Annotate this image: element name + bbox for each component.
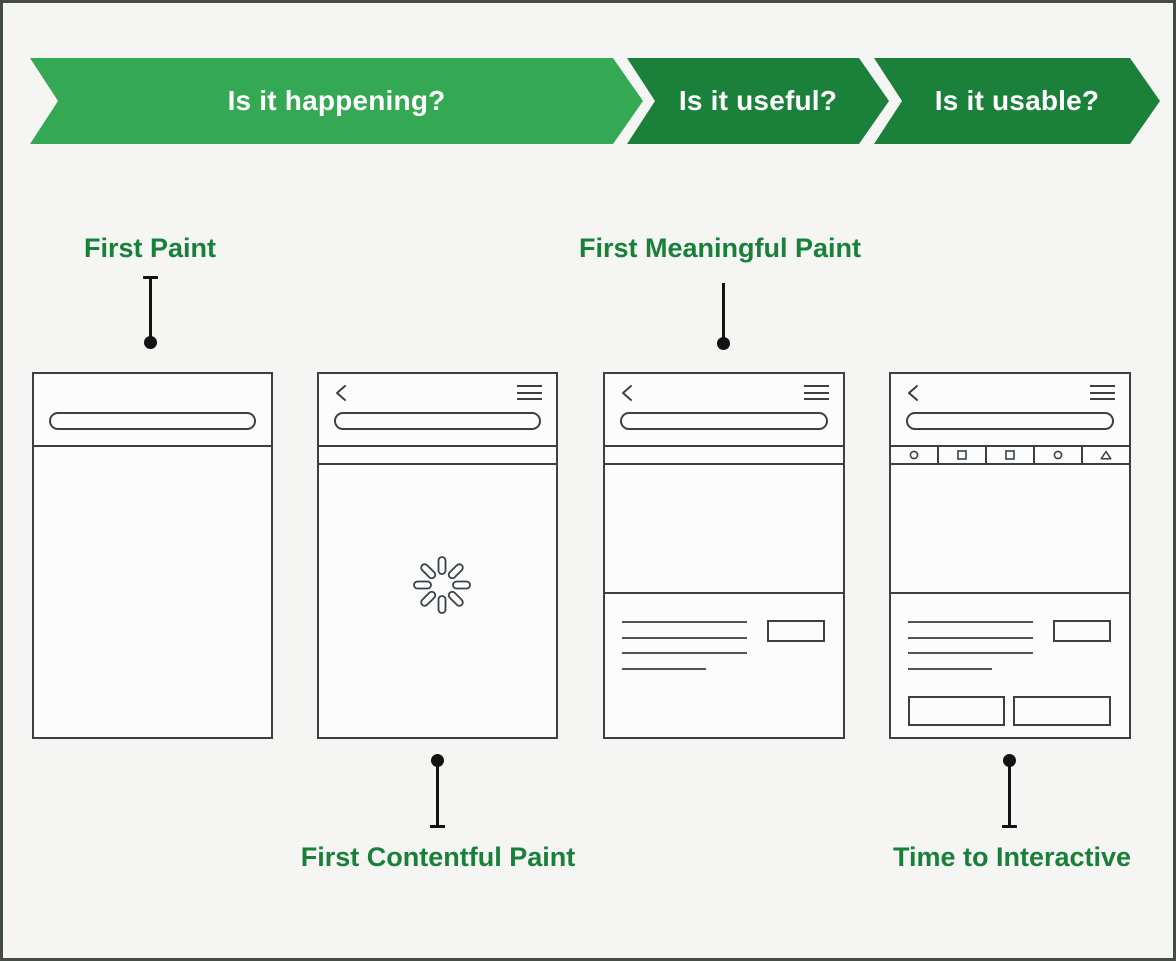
toolbar-divider [891,463,1129,465]
text-placeholder-line [908,637,1033,639]
url-bar [334,412,541,430]
connector-dot [716,337,730,350]
button-placeholder [908,696,1005,726]
header-divider [319,445,556,447]
phone-mockup-first-meaningful-paint [603,372,845,739]
banner-arrow-usable-label: Is it usable? [934,85,1100,116]
connector-cap [429,825,445,828]
phone-mockup-time-to-interactive [889,372,1131,739]
square-icon [1005,450,1015,460]
back-chevron-icon [622,385,632,401]
text-placeholder-line [908,652,1033,654]
first-meaningful-paint-label: First Meaningful Paint [578,233,862,263]
text-placeholder-line [908,621,1033,623]
url-bar [620,412,828,430]
connector-cap [1001,825,1017,828]
banner-arrow-useful-label: Is it useful? [678,85,838,116]
back-chevron-icon [908,385,918,401]
loading-spinner-icon [413,556,471,614]
text-placeholder-line [622,668,706,670]
url-bar [49,412,256,430]
nav-item [937,447,985,463]
nav-item [985,447,1033,463]
connector-dot [143,336,157,349]
nav-bar [891,447,1129,463]
square-icon [957,450,967,460]
first-contentful-paint-label: First Contentful Paint [300,842,576,872]
image-placeholder [1053,620,1111,642]
toolbar-divider [605,463,843,465]
first-paint-label: First Paint [83,233,217,263]
banner-arrow-useful: Is it useful? [627,58,889,144]
circle-icon [1053,450,1063,460]
header-divider [891,445,1129,447]
banner-arrow-happening-label: Is it happening? [227,85,446,116]
hero-divider [605,592,843,594]
image-placeholder [767,620,825,642]
connector-line [1007,760,1011,826]
text-placeholder-line [908,668,992,670]
time-to-interactive-label: Time to Interactive [892,842,1132,872]
connector-line [435,760,439,826]
phone-mockup-first-paint [32,372,273,739]
connector-line [148,276,152,342]
button-placeholder [1013,696,1111,726]
header-divider [605,445,843,447]
phone-mockup-first-contentful-paint [317,372,558,739]
header-divider [34,445,271,447]
nav-item [891,447,937,463]
text-placeholder-line [622,621,747,623]
circle-icon [909,450,919,460]
hamburger-menu-icon [804,385,829,400]
nav-item [1033,447,1081,463]
text-placeholder-line [622,652,747,654]
banner-arrow-happening: Is it happening? [30,58,643,144]
connector-line [721,283,725,343]
hamburger-menu-icon [1090,385,1115,400]
banner-arrow-usable: Is it usable? [874,58,1160,144]
text-placeholder-line [622,637,747,639]
toolbar-divider [319,463,556,465]
hero-divider [891,592,1129,594]
hamburger-menu-icon [517,385,542,400]
nav-item [1081,447,1129,463]
back-chevron-icon [336,385,346,401]
triangle-icon [1100,450,1112,460]
url-bar [906,412,1114,430]
